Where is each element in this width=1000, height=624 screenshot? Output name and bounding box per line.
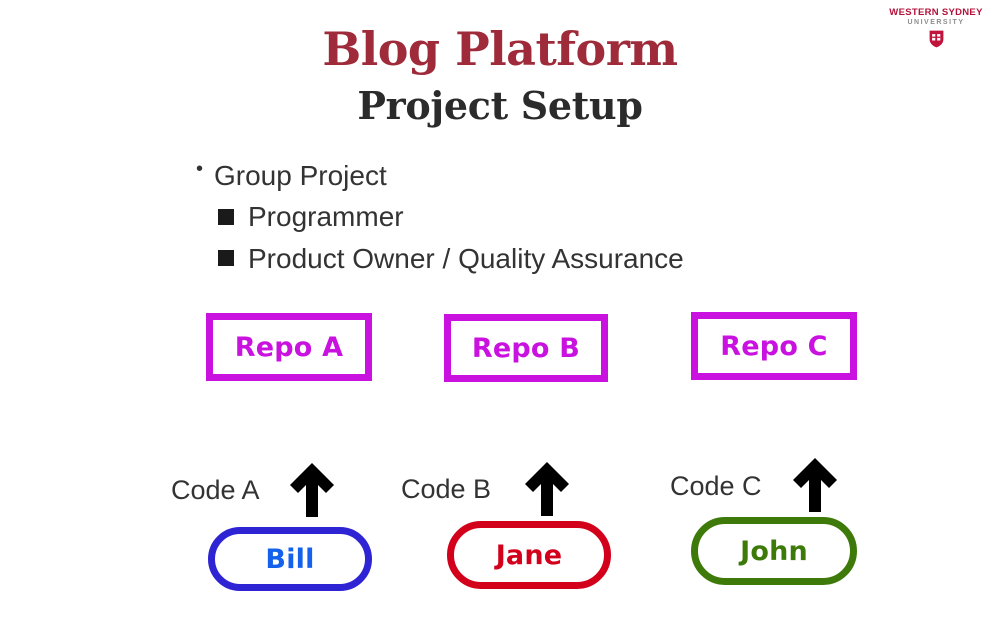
logo-wordmark-line1: WESTERN SYDNEY: [889, 7, 983, 18]
list-item-label: Product Owner / Quality Assurance: [248, 242, 684, 274]
code-label-a: Code A: [171, 475, 260, 505]
repo-box-b: Repo B: [444, 314, 608, 382]
arrow-up-icon-a: [290, 463, 334, 517]
repo-box-a: Repo A: [206, 313, 372, 381]
person-label-bill: Bill: [265, 543, 315, 575]
person-label-john: John: [740, 535, 808, 567]
repo-box-c: Repo C: [691, 312, 857, 380]
bullet-list: • Group Project Programmer Product Owner…: [196, 155, 916, 279]
bullet-dot-icon: •: [196, 158, 204, 180]
person-label-jane: Jane: [495, 539, 563, 571]
list-item: Programmer: [218, 196, 916, 237]
page-subtitle: Project Setup: [357, 83, 643, 128]
repo-label-c: Repo C: [720, 330, 828, 362]
page-title: Blog Platform: [322, 22, 678, 76]
person-box-john: John: [691, 517, 857, 585]
code-label-c: Code C: [670, 471, 762, 501]
repo-label-a: Repo A: [234, 331, 344, 363]
code-label-b: Code B: [401, 474, 492, 504]
list-item-label: Group Project: [214, 160, 387, 191]
list-item: • Group Project: [196, 155, 916, 196]
person-box-bill: Bill: [208, 527, 372, 591]
logo-wordmark-line2: UNIVERSITY: [907, 18, 965, 26]
list-item-label: Programmer: [248, 201, 404, 233]
university-logo: WESTERN SYDNEY UNIVERSITY: [880, 8, 992, 54]
bullet-square-icon: [218, 238, 248, 279]
shield-crest-icon: [929, 30, 943, 48]
bullet-square-icon: [218, 196, 248, 237]
arrow-up-icon-c: [793, 458, 837, 512]
person-box-jane: Jane: [447, 521, 611, 589]
repo-label-b: Repo B: [471, 332, 581, 364]
list-item: Product Owner / Quality Assurance: [218, 238, 916, 279]
arrow-up-icon-b: [525, 462, 569, 516]
